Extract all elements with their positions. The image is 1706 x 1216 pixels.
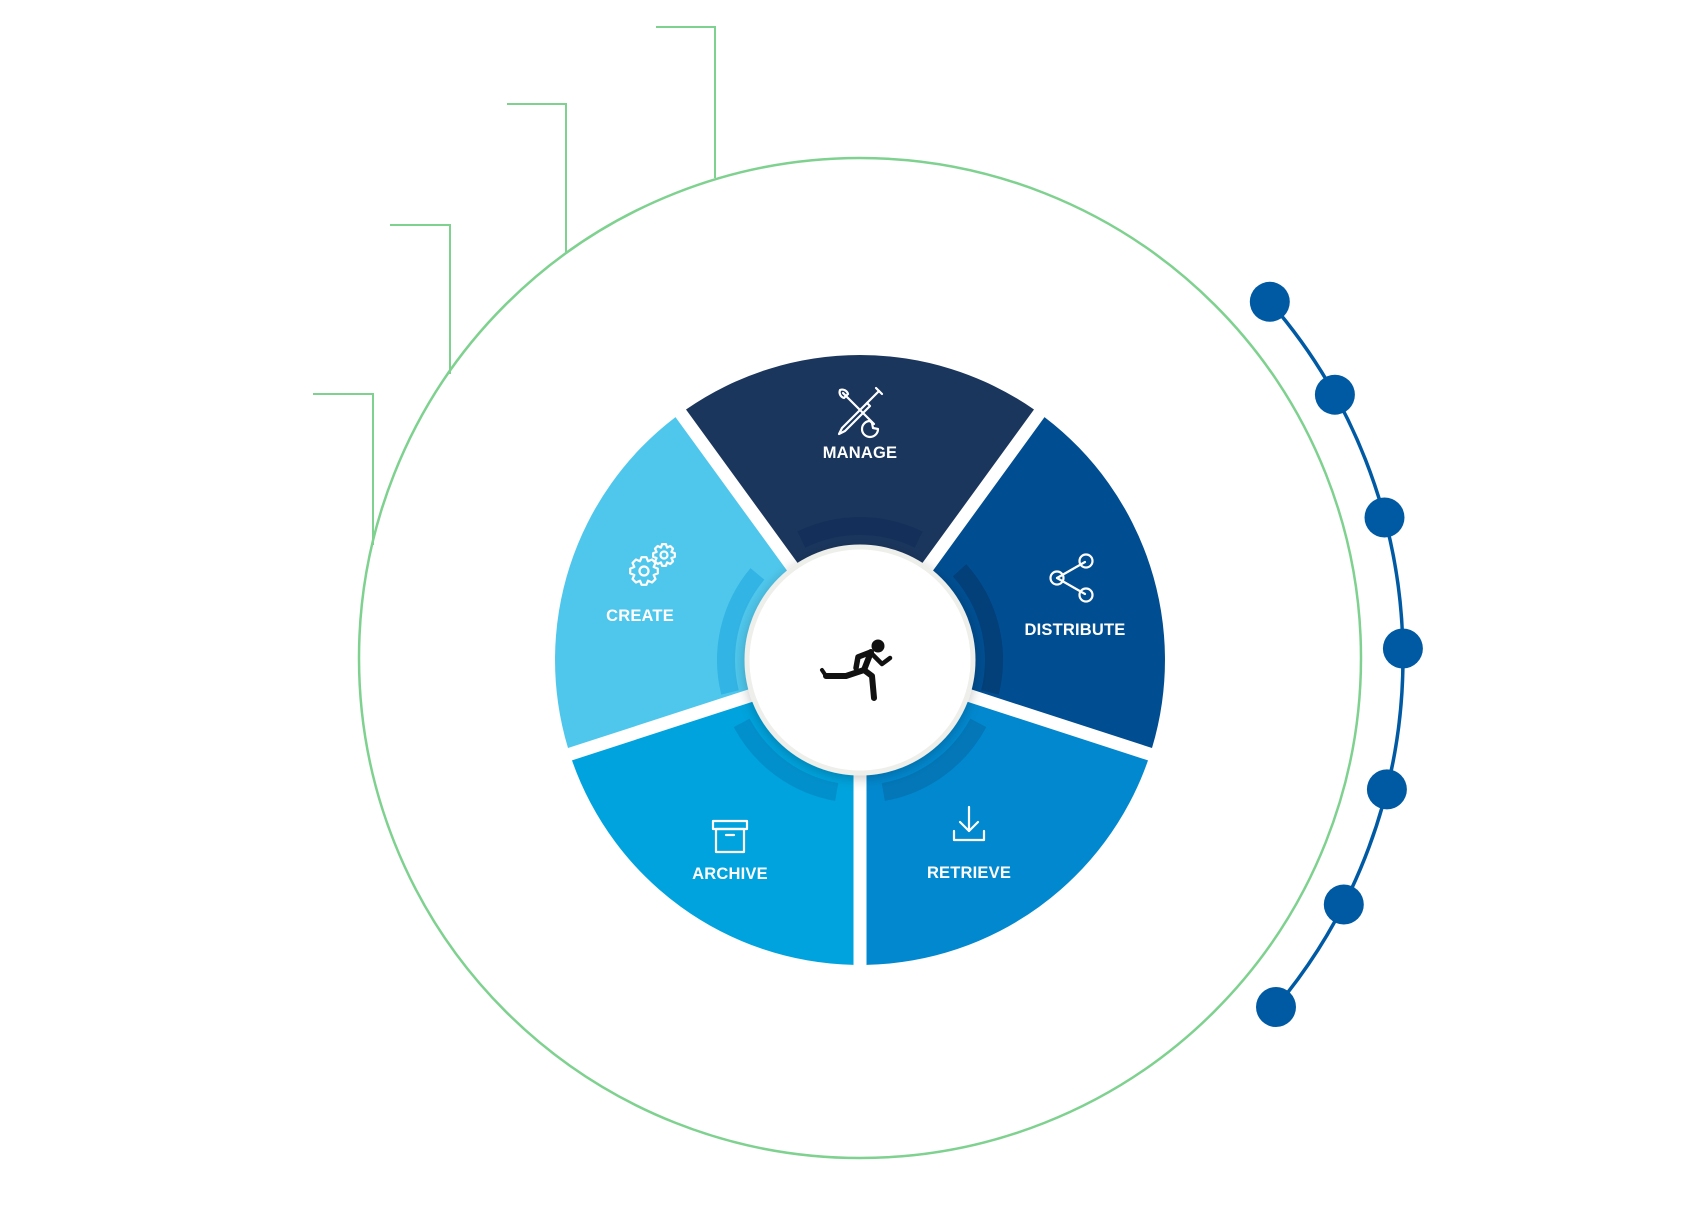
segment-label-manage: MANAGE (823, 444, 898, 462)
segment-manage (686, 354, 1034, 568)
segment-label-archive: ARCHIVE (692, 865, 768, 883)
accent-ring-retrieve (881, 718, 987, 801)
segment-label-retrieve: RETRIEVE (927, 864, 1011, 882)
accent-ring-create (717, 568, 765, 695)
archive-icon (711, 819, 749, 854)
timeline-dot (1249, 281, 1290, 322)
running-person-icon (820, 639, 893, 701)
connector-line (507, 103, 567, 252)
timeline-dot (1364, 497, 1405, 538)
gears-icon (629, 543, 676, 586)
connector-line (313, 393, 374, 545)
connector-lines (313, 26, 716, 545)
timeline-dot (1323, 884, 1364, 925)
tools-icon (837, 386, 884, 439)
accent-ring-archive (733, 718, 839, 801)
segment-label-create: CREATE (606, 607, 674, 625)
connector-line (656, 26, 716, 178)
accent-ring-manage (797, 517, 923, 548)
timeline-dot (1382, 628, 1423, 669)
connector-line (390, 224, 451, 374)
timeline-dot (1366, 769, 1407, 810)
timeline-arc (1249, 281, 1423, 1027)
segment-label-distribute: DISTRIBUTE (1025, 621, 1126, 639)
download-icon (952, 805, 986, 842)
timeline-dot (1256, 987, 1296, 1027)
timeline-dot (1314, 374, 1355, 415)
inner-accent-rings (717, 517, 1003, 801)
accent-ring-distribute (952, 564, 1003, 695)
share-icon (1049, 553, 1094, 603)
outer-ring (357, 156, 1363, 1160)
